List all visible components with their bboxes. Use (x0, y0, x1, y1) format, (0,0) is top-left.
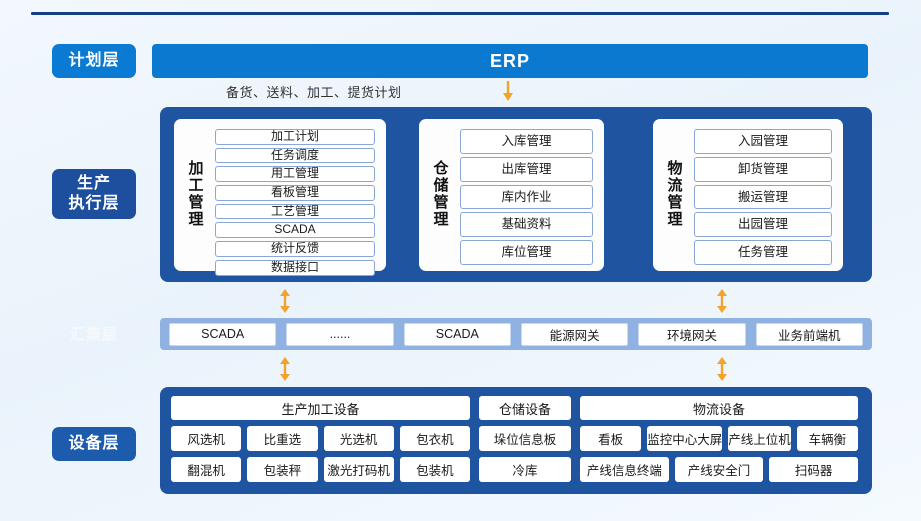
device-group-header: 生产加工设备 (171, 396, 470, 420)
device-row: 看板 监控中心大屏 产线上位机 车辆衡 (580, 426, 858, 451)
device-chip[interactable]: 冷库 (479, 457, 571, 482)
module-item[interactable]: 加工计划 (215, 129, 375, 145)
title-char: 理 (188, 210, 204, 228)
layer-label-device-text: 设备层 (68, 435, 120, 453)
top-divider (31, 12, 889, 15)
device-chip[interactable]: 包装机 (399, 457, 470, 482)
device-chip[interactable]: 光选机 (323, 426, 394, 451)
aggregation-item[interactable]: SCADA (403, 322, 511, 346)
title-char: 加 (188, 160, 204, 178)
device-chip[interactable]: 看板 (580, 426, 642, 451)
aggregation-layer-bar: SCADA ...... SCADA 能源网关 环境网关 业务前端机 (160, 318, 872, 350)
aggregation-item[interactable]: SCADA (169, 322, 277, 346)
aggregation-item[interactable]: 环境网关 (638, 322, 746, 346)
module-item[interactable]: 库位管理 (460, 240, 593, 265)
module-item[interactable]: 卸货管理 (694, 156, 832, 182)
device-row: 翻混机 包装秤 激光打码机 包装机 (171, 457, 470, 482)
title-char: 储 (433, 177, 449, 195)
title-char: 管 (667, 194, 683, 211)
device-layer-panel: 生产加工设备 风选机 比重选 光选机 包衣机 翻混机 包装秤 激光打码机 包装机… (160, 387, 872, 494)
module-item[interactable]: 基础资料 (460, 212, 593, 238)
device-chip[interactable]: 风选机 (171, 426, 242, 451)
title-char: 管 (433, 194, 449, 211)
module-card-processing-title: 加 工 管 理 (183, 129, 209, 261)
aggregation-item[interactable]: 能源网关 (520, 322, 629, 346)
device-group-warehouse: 仓储设备 垛位信息板 冷库 (479, 396, 571, 485)
title-char: 理 (433, 210, 449, 228)
device-chip[interactable]: 垛位信息板 (479, 426, 571, 451)
device-chip[interactable]: 激光打码机 (323, 457, 394, 482)
double-arrow-icon (280, 289, 290, 313)
module-card-logistics-title: 物 流 管 理 (662, 129, 688, 261)
device-chip[interactable]: 车辆衡 (796, 426, 858, 451)
layer-label-plan-text: 计划层 (68, 52, 120, 70)
device-row: 垛位信息板 (479, 426, 571, 451)
layer-label-execution-line2: 执行层 (68, 195, 120, 212)
device-chip[interactable]: 包衣机 (399, 426, 470, 451)
device-row: 风选机 比重选 光选机 包衣机 (171, 426, 470, 451)
layer-label-aggregation: 汇集层 (52, 320, 136, 350)
device-chip[interactable]: 扫码器 (769, 457, 859, 482)
layer-label-execution: 生产 执行层 (52, 169, 136, 219)
title-char: 流 (667, 177, 683, 195)
device-chip[interactable]: 产线上位机 (728, 426, 791, 451)
device-row: 冷库 (479, 457, 571, 482)
module-item[interactable]: 入园管理 (694, 129, 832, 154)
layer-label-plan: 计划层 (52, 44, 136, 78)
module-item[interactable]: 看板管理 (215, 185, 375, 201)
module-item[interactable]: 搬运管理 (694, 184, 832, 210)
module-item[interactable]: 任务管理 (694, 240, 832, 265)
layer-label-execution-line1: 生产 (76, 175, 111, 193)
layer-label-aggregation-text: 汇集层 (69, 325, 118, 343)
module-card-warehouse-title: 仓 储 管 理 (428, 129, 454, 261)
aggregation-item[interactable]: 业务前端机 (755, 322, 863, 346)
layer-label-device: 设备层 (52, 427, 136, 461)
double-arrow-icon (717, 289, 727, 313)
execution-layer-panel: 加 工 管 理 加工计划 任务调度 用工管理 看板管理 工艺管理 SCADA 统… (160, 107, 872, 282)
device-group-production: 生产加工设备 风选机 比重选 光选机 包衣机 翻混机 包装秤 激光打码机 包装机 (171, 396, 470, 485)
module-item[interactable]: 任务调度 (215, 147, 375, 164)
device-chip[interactable]: 产线安全门 (674, 457, 764, 482)
aggregation-item[interactable]: ...... (286, 322, 394, 346)
device-chip[interactable]: 包装秤 (247, 457, 318, 482)
down-arrow-icon (503, 81, 513, 101)
module-item[interactable]: 用工管理 (215, 166, 375, 183)
device-chip[interactable]: 比重选 (247, 426, 318, 451)
device-chip[interactable]: 翻混机 (171, 457, 242, 482)
double-arrow-icon (280, 357, 290, 381)
module-item[interactable]: 库内作业 (460, 184, 593, 210)
double-arrow-icon (717, 357, 727, 381)
module-item[interactable]: 入库管理 (460, 129, 593, 154)
device-row: 产线信息终端 产线安全门 扫码器 (580, 457, 859, 482)
module-item[interactable]: 统计反馈 (215, 241, 375, 257)
module-card-logistics: 物 流 管 理 入园管理 卸货管理 搬运管理 出园管理 任务管理 (653, 119, 843, 271)
device-group-logistics: 物流设备 看板 监控中心大屏 产线上位机 车辆衡 产线信息终端 产线安全门 扫码… (580, 396, 859, 485)
erp-bar[interactable]: ERP (152, 44, 868, 78)
title-char: 仓 (433, 160, 449, 178)
module-item[interactable]: 数据接口 (215, 259, 375, 276)
title-char: 管 (188, 194, 204, 211)
device-chip[interactable]: 产线信息终端 (580, 457, 669, 482)
device-group-header: 物流设备 (580, 396, 858, 420)
module-item[interactable]: SCADA (215, 222, 375, 239)
erp-label: ERP (489, 50, 530, 71)
device-group-header: 仓储设备 (479, 396, 571, 420)
module-card-warehouse: 仓 储 管 理 入库管理 出库管理 库内作业 基础资料 库位管理 (419, 119, 604, 271)
title-char: 物 (667, 160, 683, 178)
plan-caption: 备货、送料、加工、提货计划 (226, 85, 402, 100)
module-item[interactable]: 出园管理 (694, 212, 832, 238)
module-item[interactable]: 工艺管理 (215, 203, 375, 220)
title-char: 工 (188, 177, 204, 195)
title-char: 理 (667, 210, 683, 228)
device-chip[interactable]: 监控中心大屏 (647, 426, 723, 451)
module-item[interactable]: 出库管理 (460, 156, 593, 182)
module-card-processing: 加 工 管 理 加工计划 任务调度 用工管理 看板管理 工艺管理 SCADA 统… (174, 119, 386, 276)
